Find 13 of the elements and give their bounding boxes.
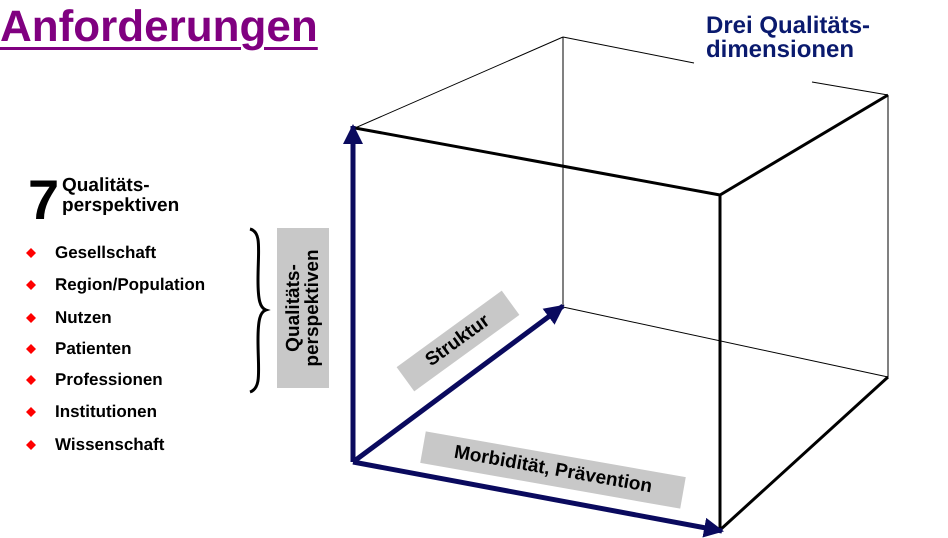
heading: Drei Qualitäts- dimensionen (706, 14, 872, 62)
count-number: 7 (28, 172, 60, 228)
list-item: Gesellschaft (55, 243, 156, 263)
list-item: Region/Population (55, 275, 206, 295)
list-item: Wissenschaft (55, 435, 164, 455)
list-item: Professionen (55, 370, 163, 390)
heading: Qualitäts- perspektiven (62, 176, 180, 216)
list-item: Nutzen (55, 308, 112, 328)
title: Anforderungen (0, 2, 318, 52)
list-item: Patienten (55, 339, 132, 359)
list-item: Institutionen (55, 402, 157, 422)
axis-label: Morbidität, Prävention (420, 431, 686, 509)
axis-label: Qualitäts- perspektiven (277, 228, 329, 388)
